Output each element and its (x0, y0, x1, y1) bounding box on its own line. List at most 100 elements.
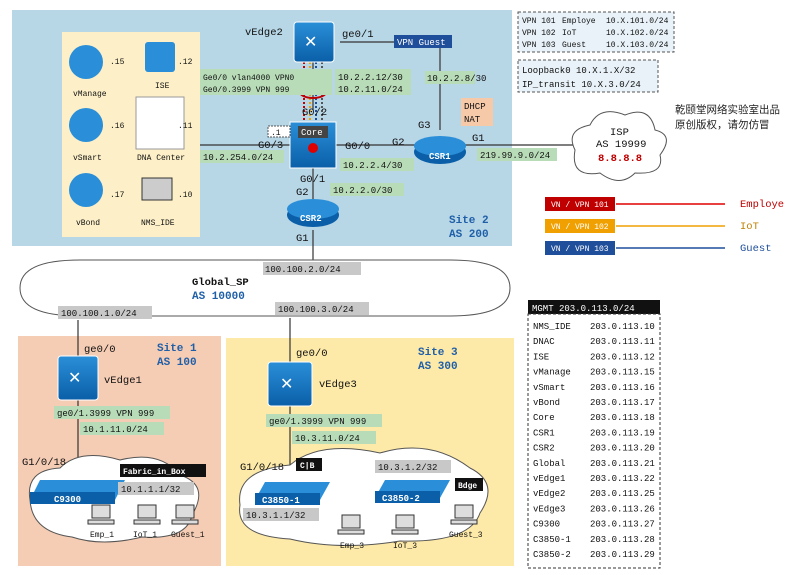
mgmt-row-ip: 203.0.113.10 (590, 322, 655, 332)
core-center-icon (308, 143, 318, 153)
c3850-2-front (375, 491, 440, 503)
net-10111-label: 10.1.1.1/32 (121, 485, 180, 495)
mgmt-row-ip: 203.0.113.28 (590, 535, 655, 545)
server-nms-num: .10 (178, 191, 193, 200)
vedge3-label: vEdge3 (319, 379, 357, 391)
net-10010010-label: 100.100.1.0/24 (61, 309, 137, 319)
mgmt-row-name: vBond (533, 398, 560, 408)
g03-label: G0/3 (258, 140, 283, 152)
mgmt-row-ip: 203.0.113.21 (590, 459, 655, 469)
mgmt-row-ip: 203.0.113.27 (590, 520, 655, 530)
vpn-table-row-102-subnet: 10.X.102.0/24 (606, 29, 669, 38)
guest3-label: Guest_3 (449, 531, 483, 540)
isp-ip: 8.8.8.8 (598, 153, 642, 165)
legend-tag-employe (545, 197, 615, 211)
g1-csr1-label: G1 (472, 133, 485, 145)
fabric-label: Fabric_in_Box (123, 468, 186, 477)
bdge-label: Bdge (458, 482, 477, 491)
pc-icons-site1 (87, 504, 199, 525)
mgmt-table-box (527, 313, 661, 569)
vedge2-arrows-icon: ✕ (304, 32, 317, 51)
ge00-vedge1-label: ge0/0 (84, 344, 116, 356)
server-dnac-label: DNA Center (137, 154, 185, 163)
ge01-label: ge0/1 (342, 29, 374, 41)
vpn-table-box (517, 11, 675, 53)
emp3-label: Emp_3 (340, 542, 364, 551)
vpn-guest-label: VPN Guest (397, 38, 446, 48)
legend-tag-guest-text: VN / VPN 103 (551, 245, 609, 254)
vpn-table-row-102-name: IoT (562, 29, 577, 38)
site1-as: AS 100 (157, 357, 197, 369)
legend-tag-iot-text: VN / VPN 102 (551, 223, 609, 232)
mgmt-row-name: C3850-2 (533, 550, 571, 560)
ge01-3999-vedge1-label: ge0/1.3999 VPN 999 (57, 409, 154, 419)
guest1-label: Guest_1 (171, 531, 205, 540)
mgmt-row-name: DNAC (533, 337, 555, 347)
nat-label: NAT (464, 115, 481, 125)
core-label: Core (301, 128, 323, 138)
server-vsmart-label: vSmart (73, 154, 102, 163)
net-103110-label: 10.3.11.0/24 (295, 434, 360, 444)
net-10010030-label: 100.100.3.0/24 (278, 305, 354, 315)
mgmt-row-name: NMS_IDE (533, 322, 571, 332)
net-10221230-label: 10.2.2.12/30 (338, 73, 403, 83)
legend-label-employe: Employe (740, 199, 784, 211)
csr2-top-icon (287, 199, 339, 219)
mgmt-row-ip: 203.0.113.22 (590, 474, 655, 484)
global-sp-cloud (19, 259, 511, 317)
mgmt-row-ip: 203.0.113.26 (590, 504, 655, 514)
global-sp-as: AS 10000 (192, 291, 245, 303)
mgmt-row-name: vEdge1 (533, 474, 565, 484)
vpn-table-row-103-subnet: 10.X.103.0/24 (606, 41, 669, 50)
isp-name: ISP (610, 127, 629, 139)
vedge2-icon (293, 21, 335, 63)
vpn-table-row-101-name: Employe (562, 17, 596, 26)
server-dnac-num: .11 (178, 122, 193, 131)
g2-label: G2 (392, 137, 405, 149)
mgmt-row-name: C9300 (533, 520, 560, 530)
legend-tag-guest (545, 241, 615, 255)
mgmt-row-ip: 203.0.113.16 (590, 383, 655, 393)
isp-as: AS 19999 (596, 139, 646, 151)
c9300-front (30, 492, 115, 504)
vedge2-label: vEdge2 (245, 27, 283, 39)
mgmt-row-ip: 203.0.113.15 (590, 368, 655, 378)
g00-label: G0/0 (345, 141, 370, 153)
server-icons (69, 42, 185, 207)
vedge1-arrows-icon: ✕ (68, 368, 81, 387)
c3850-1-label: C3850-1 (262, 496, 300, 506)
mgmt-title: MGMT 203.0.113.0/24 (532, 304, 635, 314)
g02-label: G0/2 (302, 107, 327, 119)
watermark-line2: 原创版权，请勿仿冒 (675, 118, 770, 131)
mgmt-row-name: C3850-1 (533, 535, 571, 545)
mgmt-row-ip: 203.0.113.29 (590, 550, 655, 560)
net-101110-label: 10.1.11.0/24 (83, 425, 148, 435)
vpn-table-row-103-name: Guest (562, 41, 586, 50)
mgmt-row-name: vEdge3 (533, 504, 565, 514)
vedge1-label: vEdge1 (104, 375, 142, 387)
emp1-label: Emp_1 (90, 531, 114, 540)
ge00-3999-label: Ge0/0.3999 VPN 999 (203, 86, 290, 95)
g2-csr2-label: G2 (296, 187, 309, 199)
server-ise-num: .12 (178, 58, 193, 67)
g1018-site3-label: G1/0/18 (240, 462, 284, 474)
vpn-table-row-101-id: VPN 101 (522, 17, 556, 26)
mgmt-row-ip: 203.0.113.19 (590, 428, 655, 438)
mgmt-row-ip: 203.0.113.18 (590, 413, 655, 423)
server-ise-label: ISE (155, 82, 170, 91)
csr2-label: CSR2 (300, 214, 322, 224)
mgmt-row-name: CSR2 (533, 444, 555, 454)
mgmt-row-name: Global (533, 459, 565, 469)
cb-label: C|B (300, 462, 315, 471)
net-102110-label: 10.2.11.0/24 (338, 85, 403, 95)
mgmt-row-name: ISE (533, 352, 549, 362)
vedge3-icon (267, 361, 313, 407)
mgmt-row-name: Core (533, 413, 555, 423)
mgmt-row-ip: 203.0.113.25 (590, 489, 655, 499)
pc-icons-site3 (337, 504, 478, 535)
c3850-1-front (255, 493, 320, 505)
loopback-box (517, 59, 659, 93)
legend-label-guest: Guest (740, 243, 772, 255)
ge00-vlan-label: Ge0/0 vlan4000 VPN0 (203, 74, 294, 83)
loopback-label: Loopback0 10.X.1.X/32 (522, 66, 635, 76)
